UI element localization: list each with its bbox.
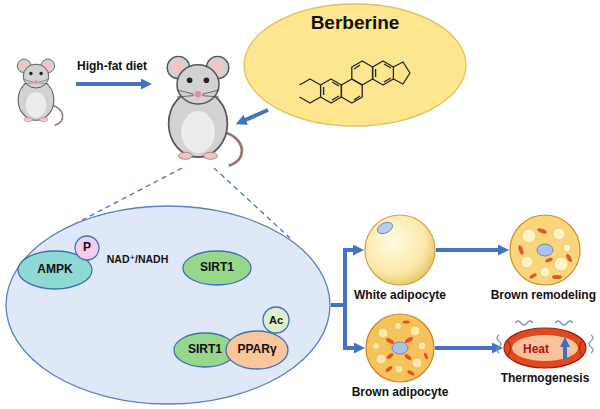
illustration-part	[373, 343, 380, 350]
illustration-part	[497, 335, 501, 353]
pathway-region: AMPKPSIRT1SIRT1PPARγAc	[5, 205, 331, 405]
illustration-part	[410, 326, 420, 336]
illustration-part	[418, 342, 426, 350]
node-outline	[5, 205, 331, 405]
acetyl-circle: Ac	[262, 306, 290, 334]
illustration-part	[560, 337, 570, 359]
illustration-part	[385, 365, 393, 373]
illustration-part	[324, 64, 391, 100]
illustration-part	[565, 253, 573, 263]
flow-arrow	[331, 305, 357, 348]
illustration-part	[563, 244, 571, 252]
illustration-part	[555, 321, 573, 325]
illustration-part	[517, 227, 573, 279]
node-label: AMPK	[37, 263, 72, 277]
illustration-part	[376, 220, 395, 236]
compound-ellipse: Berberine	[243, 3, 467, 127]
illustration-part	[552, 275, 562, 279]
illustration-part	[385, 337, 395, 345]
edge-label: NAD⁺/NADH	[107, 253, 169, 265]
node-outline	[226, 331, 288, 369]
illustration-part	[504, 328, 586, 368]
illustration-part	[352, 61, 373, 85]
illustration-part	[404, 336, 414, 344]
node-label: P	[83, 241, 91, 255]
illustration-part	[540, 267, 550, 277]
node-label: Berberine	[311, 12, 400, 34]
protein-ellipse: SIRT1	[182, 250, 252, 286]
arrow-label: High-fat diet	[77, 60, 147, 74]
illustration-part	[515, 321, 533, 325]
illustration-part	[378, 328, 388, 338]
mitochondrion: HeatThermogenesis	[503, 327, 587, 369]
node-outline	[183, 251, 251, 285]
mouse-icon	[17, 59, 62, 125]
brown-adipocyte-art	[365, 313, 435, 383]
cell-circle: Brown remodeling	[509, 214, 581, 286]
node-label: Brown remodeling	[491, 289, 596, 303]
illustration-part	[385, 320, 429, 376]
illustration-part	[366, 314, 434, 382]
node-label: Ac	[269, 314, 283, 327]
node-label: PPARγ	[237, 343, 276, 357]
node-outline	[244, 4, 466, 126]
illustration-part	[512, 335, 578, 361]
node-label: White adipocyte	[354, 289, 446, 303]
node-label: SIRT1	[188, 343, 222, 357]
node-label: Thermogenesis	[501, 372, 590, 386]
flow-arrow	[435, 346, 495, 350]
illustration-part	[373, 323, 427, 374]
node-label: Heat	[523, 343, 549, 357]
illustration-part	[403, 320, 410, 323]
protein-ellipse: PPARγ	[225, 330, 289, 370]
illustration-part	[300, 97, 321, 103]
flow-arrow	[436, 248, 501, 252]
illustration-part	[517, 245, 524, 256]
cell-circle: White adipocyte	[364, 214, 436, 286]
illustration-part	[589, 335, 593, 353]
illustration-part	[529, 272, 538, 279]
illustration-part	[300, 79, 321, 85]
illustration-part	[404, 353, 412, 361]
illustration-part	[386, 352, 394, 360]
illustration-part	[553, 228, 565, 240]
phospho-circle: P	[74, 235, 100, 261]
mouse-icon	[167, 56, 242, 165]
illustration-part	[407, 369, 416, 376]
remodeled-cell-art	[509, 214, 581, 286]
illustration-part	[521, 256, 533, 268]
flow-arrow	[331, 250, 356, 305]
illustration-part	[395, 323, 402, 330]
illustration-part	[521, 228, 571, 277]
illustration-part	[522, 229, 536, 243]
illustration-part	[300, 61, 410, 103]
diet-arrow	[76, 82, 144, 86]
illustration-part	[554, 257, 568, 271]
illustration-part	[510, 215, 580, 285]
node-label: SIRT1	[200, 261, 234, 275]
illustration-part	[412, 358, 422, 368]
illustration-part	[423, 352, 428, 360]
white-adipocyte-art	[364, 214, 436, 286]
treatment-arrow	[243, 110, 268, 121]
node-outline	[263, 307, 289, 333]
illustration-part	[365, 215, 435, 285]
illustration-part	[392, 342, 408, 354]
illustration-part	[545, 257, 554, 263]
illustration-part	[395, 365, 403, 373]
node-label: Brown adipocyte	[352, 386, 449, 400]
node-outline	[75, 236, 99, 260]
node-outline	[6, 206, 330, 404]
illustration-part	[393, 62, 410, 84]
illustration-part	[537, 227, 548, 234]
cell-circle: Brown adipocyte	[365, 313, 435, 383]
illustration-part	[537, 244, 553, 256]
illustration-part	[376, 354, 386, 364]
